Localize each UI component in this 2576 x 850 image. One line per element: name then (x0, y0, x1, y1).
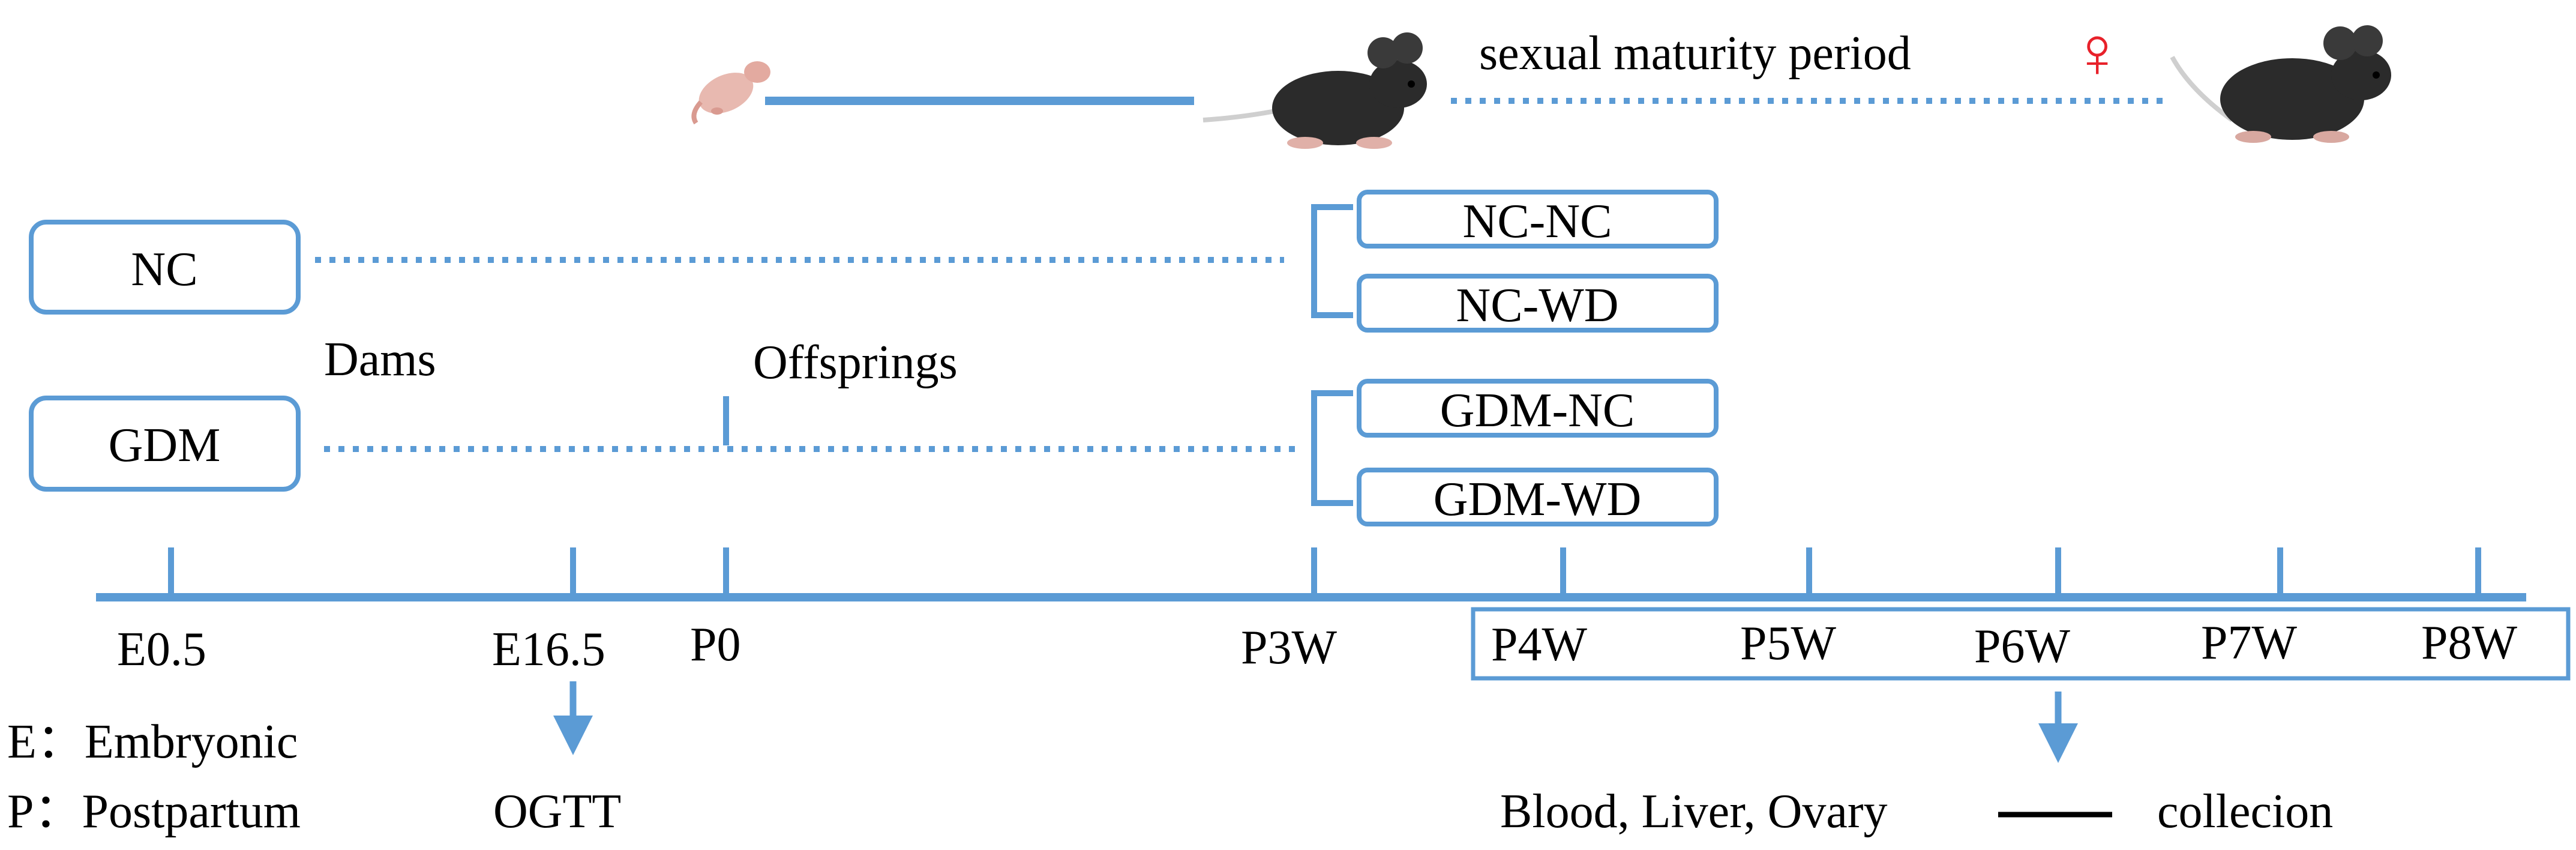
collection-window-box (1471, 607, 2571, 681)
collection-label: collecion (2157, 785, 2333, 838)
legend-postpartum: P：Postpartum (7, 785, 301, 838)
tick-label-p6w: P6W (1974, 620, 2070, 673)
tick-label-e16-5: E16.5 (492, 623, 605, 676)
dam-box-gdm (29, 396, 301, 492)
pup-mouse-icon (691, 61, 770, 125)
nc-bracket (1311, 204, 1353, 318)
offspring-box-nc-wd (1357, 274, 1719, 333)
offspring-box-nc-nc (1357, 190, 1719, 249)
offspring-label-nc-wd: NC-WD (1456, 279, 1618, 332)
tick-label-e0-5: E0.5 (117, 623, 206, 676)
female-symbol: ♀ (2070, 13, 2124, 92)
maturity-label: sexual maturity period (1479, 27, 1911, 80)
tick-label-p5w: P5W (1740, 617, 1836, 670)
dam-label-nc: NC (131, 243, 197, 296)
young-mouse-icon (1202, 32, 1427, 149)
offspring-box-gdm-nc (1357, 379, 1719, 438)
tick-label-p3w: P3W (1241, 621, 1337, 674)
tick-label-p7w: P7W (2201, 616, 2297, 669)
gdm-bracket (1311, 390, 1353, 506)
offspring-label-nc-nc: NC-NC (1463, 195, 1612, 248)
offspring-label-gdm-wd: GDM-WD (1434, 473, 1642, 526)
offspring-box-gdm-wd (1357, 468, 1719, 526)
offspring-label-gdm-nc: GDM-NC (1440, 384, 1635, 437)
tick-label-p4w: P4W (1491, 618, 1587, 671)
dam-label-gdm: GDM (109, 419, 221, 472)
tick-label-p8w: P8W (2421, 616, 2517, 669)
dams-label: Dams (324, 333, 436, 386)
adult-mouse-icon (2170, 25, 2391, 143)
tick-label-p0: P0 (690, 618, 741, 671)
dam-box-nc (29, 220, 301, 315)
offsprings-label: Offsprings (753, 336, 958, 389)
legend-embryonic: E：Embryonic (7, 716, 298, 768)
ogtt-label: OGTT (493, 785, 621, 838)
collection-sources: Blood, Liver, Ovary (1500, 785, 1888, 838)
